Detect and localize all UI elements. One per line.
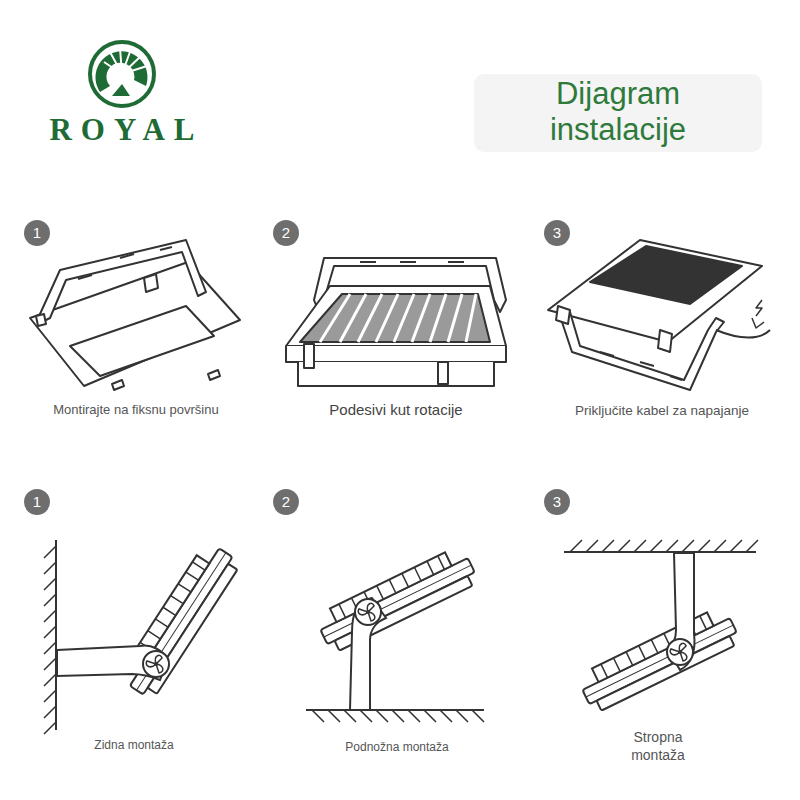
callout-circle: 3 — [544, 489, 570, 515]
logo-emblem — [90, 42, 154, 106]
caption-label: Stropna montaža — [613, 728, 703, 764]
caption-label: Podesivi kut rotacije — [271, 400, 521, 420]
caption-label: Zidna montaža — [34, 738, 234, 754]
callout-number: 2 — [273, 224, 299, 242]
callout-number: 1 — [24, 493, 50, 511]
diagram-title: Dijagram instalacije — [478, 76, 758, 148]
callout-circle: 1 — [24, 220, 50, 246]
callout-circle: 3 — [544, 220, 570, 246]
callout-number: 3 — [544, 493, 570, 511]
caption-label: Priključite kabel za napajanje — [527, 402, 797, 420]
caption-label: Podnožna montaža — [297, 740, 497, 756]
callout-circle: 2 — [273, 220, 299, 246]
callout-circle: 2 — [273, 489, 299, 515]
callout-number: 1 — [24, 224, 50, 242]
callout-number: 2 — [273, 493, 299, 511]
caption-label: Montirajte na fiksnu površinu — [11, 402, 261, 419]
callout-number: 3 — [544, 224, 570, 242]
callout-circle: 1 — [24, 489, 50, 515]
brand-name: ROYAL — [22, 110, 222, 150]
